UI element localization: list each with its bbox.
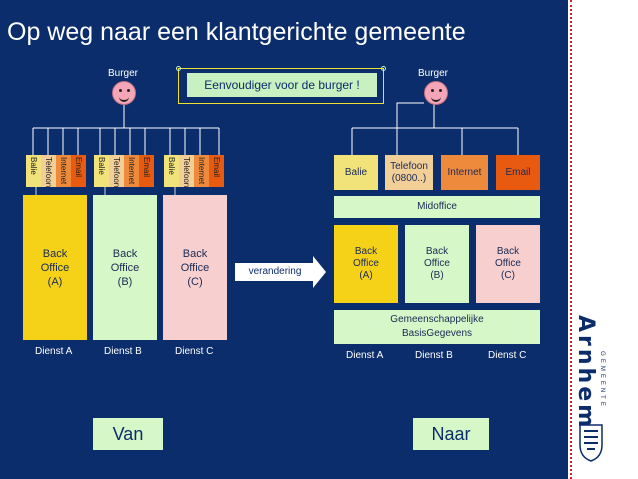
backoffice-line: (A) xyxy=(47,275,63,288)
backoffice-line: Back xyxy=(112,247,138,260)
telefoon-line: (0800..) xyxy=(391,172,427,184)
tab-internet-a: Internet xyxy=(56,155,71,187)
channel-telefoon: Telefoon (0800..) xyxy=(385,155,433,190)
dienst-b-left: Dienst B xyxy=(104,346,142,357)
callout-handle xyxy=(381,66,386,71)
callout-handle xyxy=(176,66,181,71)
backoffice-a-left: Back Office (A) xyxy=(23,195,87,340)
arnhem-wordmark: Arnhem xyxy=(573,315,598,431)
backoffice-line: Back xyxy=(42,247,68,260)
burger-label-right: Burger xyxy=(418,68,449,79)
telefoon-line: Telefoon xyxy=(390,160,428,172)
tab-email-a: Email xyxy=(71,155,86,187)
backoffice-line: Office xyxy=(180,261,210,274)
dienst-c-right: Dienst C xyxy=(488,350,527,361)
tab-email-c: Email xyxy=(209,155,224,187)
tab-telefoon-c: Telefoon xyxy=(179,155,194,187)
change-label: verandering xyxy=(248,266,302,277)
arnhem-crest-icon xyxy=(579,424,603,462)
backoffice-line: Back xyxy=(425,246,449,257)
dienst-a-right: Dienst A xyxy=(346,350,384,361)
backoffice-c-left: Back Office (C) xyxy=(163,195,227,340)
callout-text: Eenvoudiger voor de burger ! xyxy=(187,73,377,97)
tab-balie-b: Balie xyxy=(94,155,109,187)
tab-internet-b: Internet xyxy=(124,155,139,187)
tab-balie-c: Balie xyxy=(164,155,179,187)
burger-face-left-icon xyxy=(112,81,136,105)
backoffice-line: (C) xyxy=(187,275,203,288)
red-dotted-divider xyxy=(570,0,572,479)
arnhem-logo: Arnhem GEMEENTE xyxy=(573,315,626,475)
burger-label-left: Burger xyxy=(108,68,139,79)
backoffice-line: Office xyxy=(353,258,379,269)
midoffice: Midoffice xyxy=(334,196,540,218)
backoffice-line: (B) xyxy=(117,275,133,288)
gbg-line: BasisGegevens xyxy=(401,328,473,339)
tab-balie-a: Balie xyxy=(26,155,41,187)
dienst-b-right: Dienst B xyxy=(415,350,453,361)
slide-title: Op weg naar een klantgerichte gemeente xyxy=(7,18,466,46)
backoffice-b-left: Back Office (B) xyxy=(93,195,157,340)
tab-internet-c: Internet xyxy=(194,155,209,187)
naar-label: Naar xyxy=(413,418,489,450)
gbg-box: Gemeenschappelijke BasisGegevens xyxy=(334,310,540,344)
backoffice-line: (A) xyxy=(359,270,373,281)
dienst-a-left: Dienst A xyxy=(35,346,73,357)
backoffice-line: Back xyxy=(354,246,378,257)
backoffice-line: Office xyxy=(424,258,450,269)
backoffice-line: (B) xyxy=(430,270,444,281)
backoffice-c-right: Back Office (C) xyxy=(476,225,540,303)
backoffice-line: (C) xyxy=(501,270,515,281)
backoffice-b-right: Back Office (B) xyxy=(405,225,469,303)
backoffice-a-right: Back Office (A) xyxy=(334,225,398,303)
channel-internet: Internet xyxy=(441,155,488,190)
backoffice-line: Back xyxy=(496,246,520,257)
callout-outline xyxy=(178,68,384,104)
channel-balie: Balie xyxy=(334,155,378,190)
gemeente-wordmark: GEMEENTE xyxy=(599,351,605,409)
burger-face-right-icon xyxy=(424,81,448,105)
tab-telefoon-b: Telefoon xyxy=(109,155,124,187)
connector-lines xyxy=(32,102,519,196)
tab-telefoon-a: Telefoon xyxy=(41,155,56,187)
tab-email-b: Email xyxy=(139,155,154,187)
backoffice-line: Back xyxy=(182,247,208,260)
channel-email: Email xyxy=(496,155,540,190)
backoffice-line: Office xyxy=(495,258,521,269)
backoffice-line: Office xyxy=(110,261,140,274)
change-arrow-icon xyxy=(235,256,326,288)
van-label: Van xyxy=(93,418,163,450)
dienst-c-left: Dienst C xyxy=(175,346,214,357)
backoffice-line: Office xyxy=(40,261,70,274)
gbg-line: Gemeenschappelijke xyxy=(390,314,484,325)
